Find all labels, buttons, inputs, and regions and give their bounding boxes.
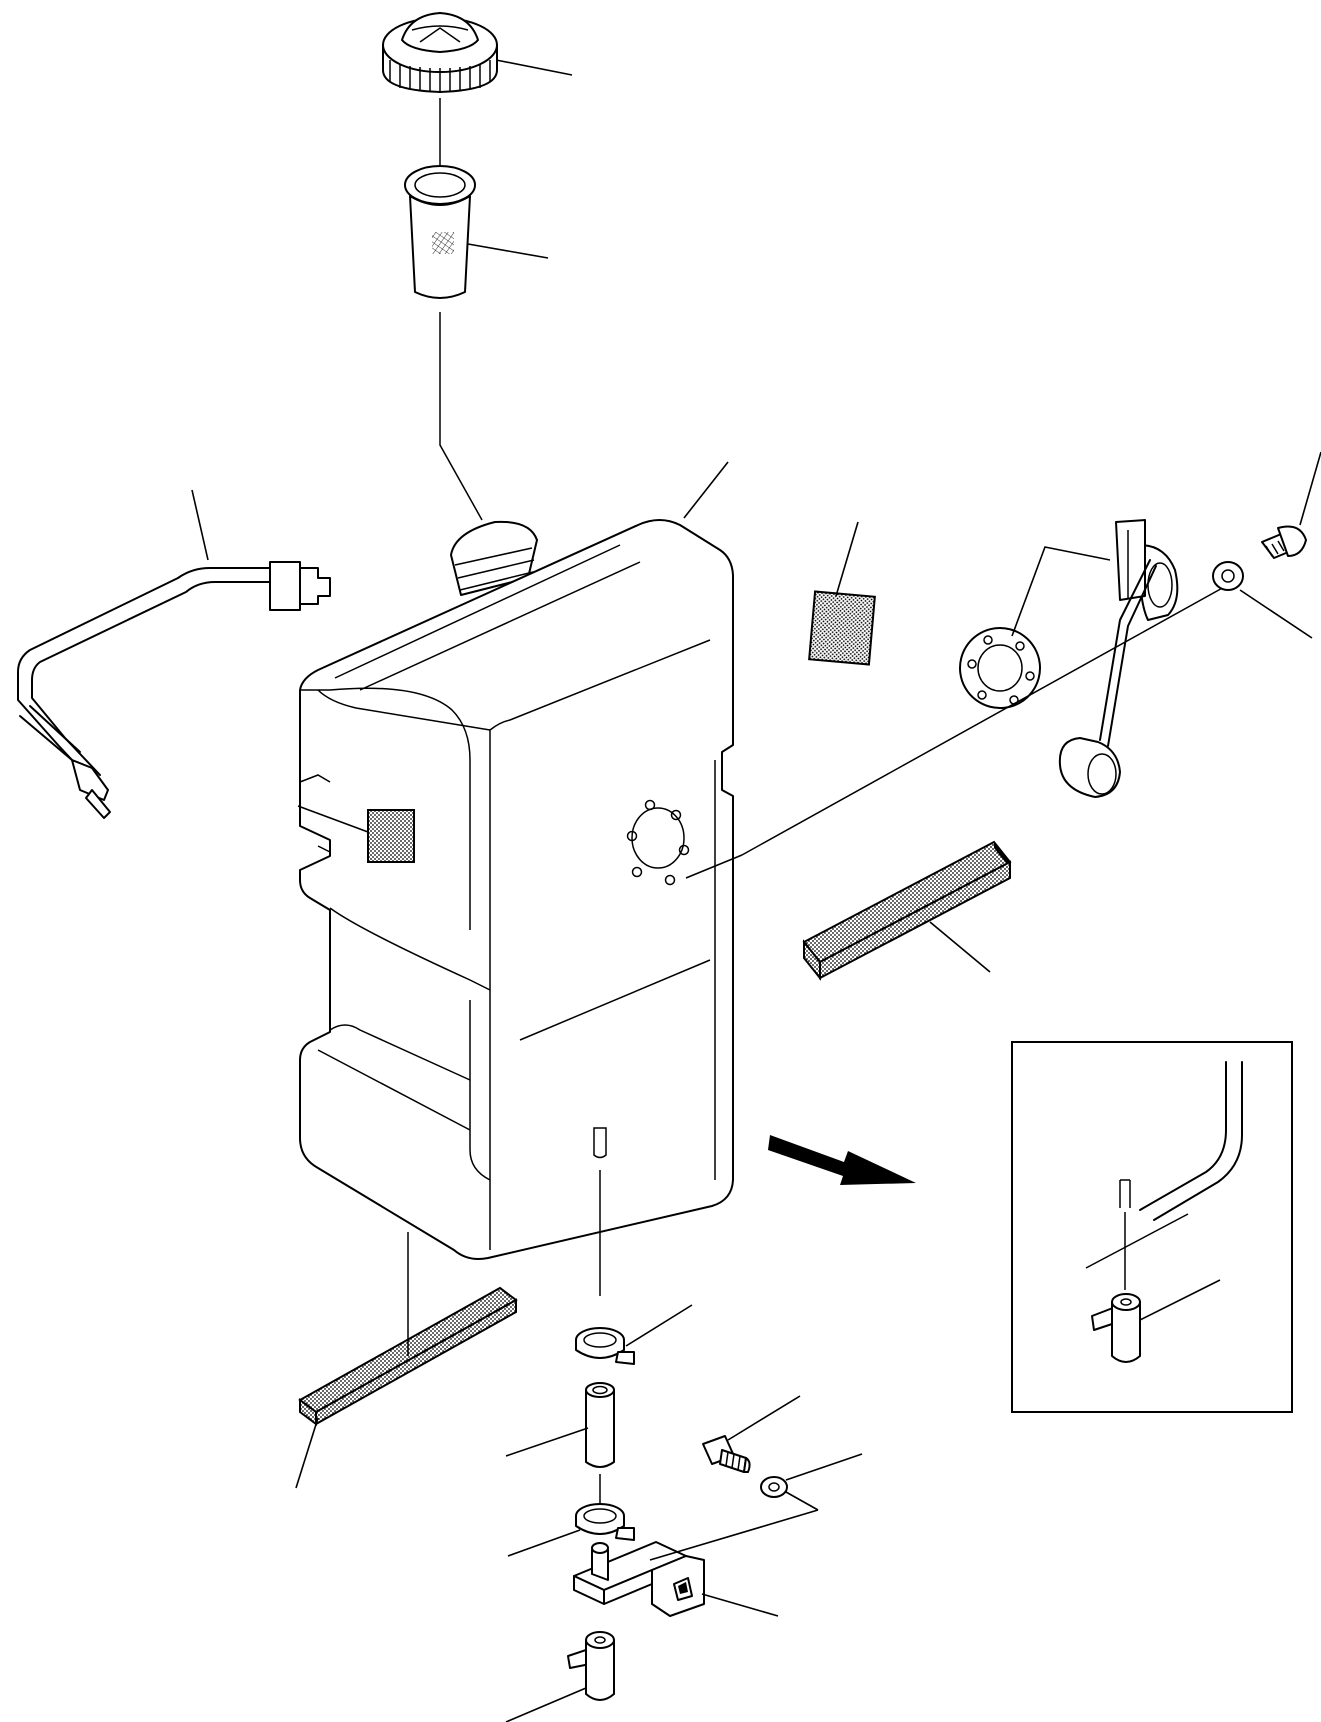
bracket-leader-2 <box>701 1593 779 1617</box>
fuel-tank-leader <box>683 461 729 519</box>
fuel-tank <box>299 519 734 1260</box>
lock-washer-leader <box>785 1453 863 1481</box>
drain-hose <box>585 1382 615 1468</box>
foam-strip-right-leader <box>929 921 991 973</box>
sender-axis-line-2 <box>685 854 743 879</box>
fuel-gauge-sender <box>1058 519 1179 798</box>
filler-strainer <box>404 165 476 299</box>
drain-bracket <box>573 1541 705 1617</box>
lock-washer <box>760 1476 788 1498</box>
detail-view <box>1011 1041 1293 1413</box>
strainer-axis-line <box>439 312 483 521</box>
foam-strip-bottom-leader <box>295 1417 319 1489</box>
detail-plug-leader <box>1139 1279 1221 1321</box>
fuel-pipe-leader <box>191 489 209 561</box>
screw-leader <box>1299 451 1321 526</box>
strainer-leader <box>467 243 549 259</box>
drain-plug <box>567 1631 615 1701</box>
side-pad-leader <box>297 805 369 833</box>
bolt-leader <box>727 1395 801 1441</box>
filler-cap <box>382 12 498 93</box>
screw <box>1261 525 1307 559</box>
hose-clamp-lower <box>575 1503 635 1541</box>
direction-arrow <box>768 1135 916 1185</box>
clamp-upper-leader <box>625 1304 693 1347</box>
top-pad <box>808 590 876 666</box>
sender-leader <box>1011 546 1111 637</box>
drain-hose-leader <box>505 1427 589 1457</box>
clamp-lower-leader <box>507 1529 581 1557</box>
hose-clamp-upper <box>575 1327 635 1365</box>
washer-leader <box>1239 589 1313 639</box>
fuel-pipe-assembly <box>17 561 331 819</box>
sender-axis-line <box>741 585 1227 856</box>
foam-strip-right <box>802 840 1012 981</box>
drain-plug-leader <box>505 1687 587 1722</box>
filler-cap-leader <box>495 59 573 76</box>
side-pad <box>367 809 415 863</box>
top-pad-leader <box>835 521 859 597</box>
bracket-leader <box>649 1509 819 1561</box>
bolt <box>702 1435 751 1473</box>
washer <box>1212 561 1244 591</box>
washer-bracket-leader <box>785 1491 819 1511</box>
gasket-ring <box>959 627 1041 709</box>
